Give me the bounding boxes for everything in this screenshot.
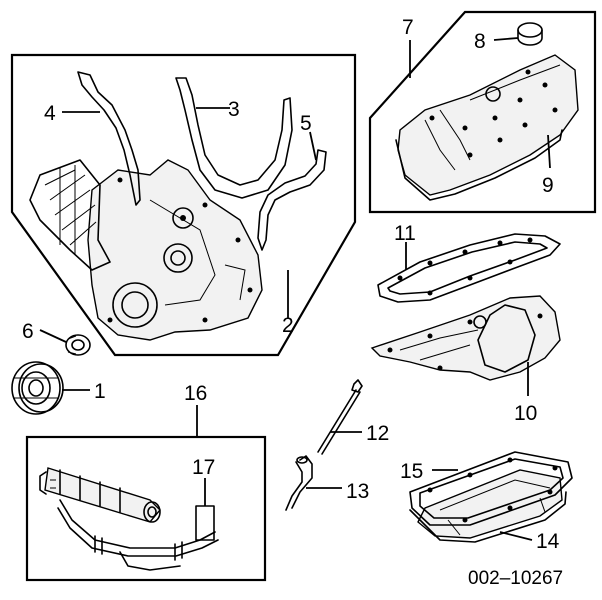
callout-9: 9	[542, 174, 554, 197]
oil-pan-gasket: 11	[377, 222, 561, 303]
lower-oil-pan: 14	[409, 469, 567, 553]
gasket-left-timing-cover	[77, 71, 141, 206]
valve-cover-frame	[368, 10, 597, 214]
callout-2: 2	[282, 314, 294, 337]
callout-3: 3	[228, 98, 240, 121]
diagram-reference-number: 002–10267	[468, 568, 563, 589]
oil-cooler-frame	[25, 435, 267, 582]
callout-10: 10	[514, 402, 537, 425]
valve-cover	[395, 54, 579, 201]
callout-15: 15	[400, 460, 423, 483]
gasket-right-timing-cover	[257, 149, 327, 251]
callout-11: 11	[394, 222, 416, 245]
callout-12: 12	[366, 422, 389, 445]
callout-6: 6	[22, 320, 34, 343]
oil-cooler-bracket	[195, 505, 215, 541]
lower-oil-pan-gasket: 15	[400, 451, 573, 526]
timing-cover	[29, 159, 263, 341]
callout-14: 14	[536, 530, 560, 553]
callout-16: 16	[184, 382, 207, 405]
timing-cover-frame	[10, 53, 357, 357]
callout-13: 13	[346, 480, 369, 503]
crankshaft-seal: 6	[22, 320, 91, 356]
upper-oil-pan: 10	[370, 295, 561, 425]
oil-cooler	[39, 467, 161, 523]
callout-1: 1	[94, 380, 106, 403]
callout-7: 7	[402, 16, 414, 39]
valve-cover-group: 8 7 9	[368, 10, 597, 214]
dipstick-tube: 13	[285, 455, 369, 511]
oil-filler-cap	[517, 22, 543, 46]
oil-cooler-group: 16 17	[25, 382, 267, 582]
callout-17: 17	[192, 456, 215, 479]
gasket-upper-timing-cover	[175, 77, 293, 199]
callout-4: 4	[44, 102, 56, 125]
crankshaft-pulley: 1	[11, 361, 106, 415]
callout-5: 5	[300, 112, 312, 135]
oil-dipstick: 12	[317, 379, 389, 455]
timing-cover-group: 4 3 5 2	[10, 53, 357, 357]
callout-8: 8	[474, 30, 486, 53]
